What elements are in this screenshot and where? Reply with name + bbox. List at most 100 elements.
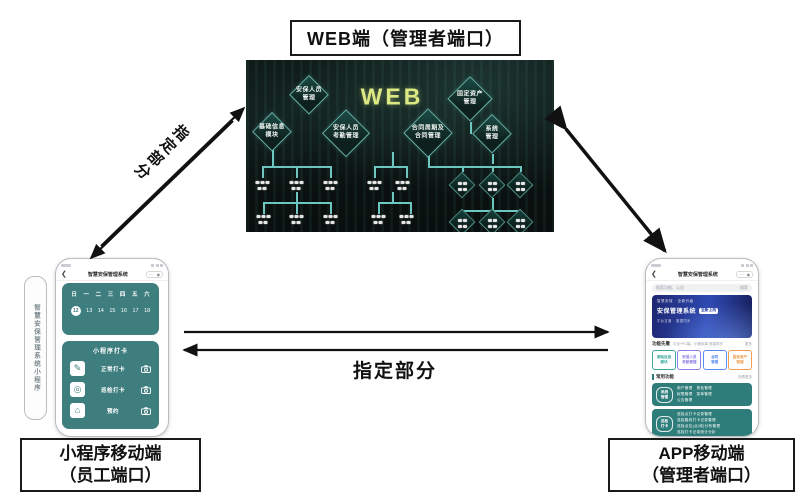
miniprogram-caption: 小程序移动端 （员工端口） [20, 438, 201, 492]
web-subnode-text [399, 212, 414, 224]
inforow-label: 功能先看 [652, 341, 670, 346]
web-connector-line [330, 202, 332, 214]
function-card: 巡检打卡巡检点打卡记录管理巡检路线打卡记录管理巡检点位(点/线)分布管理巡检打卡… [652, 409, 752, 436]
web-connector-line [410, 202, 412, 214]
calendar-date: 13 [86, 308, 93, 314]
wechat-capsule-icon: ⋯◉ [736, 270, 753, 279]
diagonal-arrow-label: 指定部分 [129, 120, 192, 184]
mini-header: ❮ 智慧安保管理系统 ⋯◉ [56, 269, 168, 281]
web-small-diamond-text [487, 179, 497, 191]
web-connector-line [392, 192, 394, 202]
web-module-label: 系统管理 [485, 126, 499, 141]
banner-title: 安保管理系统 [657, 309, 697, 315]
web-connector-line [470, 122, 472, 134]
mini-caption-line2: （员工端口） [59, 466, 162, 485]
clockin-card-title: 小程序打卡 [92, 349, 128, 355]
camera-icon [141, 385, 151, 394]
web-connector-line [406, 166, 408, 178]
web-connector-line [428, 166, 520, 168]
app-caption-line2: （管理者端口） [642, 466, 761, 485]
web-module-label: 基础信息模块 [258, 124, 285, 139]
section-label: 常用功能 [656, 374, 674, 379]
web-connector-line [520, 166, 522, 172]
calendar-date: 14 [97, 308, 104, 314]
inforow-more-link: 更多 [745, 342, 752, 346]
back-icon: ❮ [61, 271, 67, 278]
back-icon: ❮ [651, 271, 657, 278]
calendar-date: 16 [120, 308, 128, 314]
target-icon: ◎ [70, 382, 85, 397]
app-statusbar [651, 262, 753, 269]
calendar-day: 三 [107, 292, 114, 298]
clockin-row-label: 正常打卡 [100, 366, 125, 373]
banner-footer: 平台互通 · 数据同步 [657, 319, 691, 323]
feature-box: 基础信息模块 [652, 350, 676, 370]
wechat-capsule-icon: ⋯◉ [146, 270, 163, 279]
function-card-tag: 系统管理 [656, 386, 673, 403]
web-connector-line [262, 166, 264, 178]
web-terminal-caption: WEB端（管理者端口） [290, 20, 521, 56]
mini-caption-line1: 小程序移动端 [59, 443, 162, 463]
web-connector-line [374, 166, 406, 168]
function-card-tag: 巡检打卡 [656, 415, 673, 432]
banner-badge: 全新上线 [699, 307, 719, 314]
arrow-web-app-bidirectional [544, 105, 667, 254]
clockin-row-label: 巡检打卡 [100, 387, 125, 394]
feature-info-row: 功能先看 平台+PC端、小程序端 双端同步 更多 [652, 341, 752, 347]
calendar-day: 五 [132, 292, 138, 298]
mini-header-title: 智慧安保管理系统 [87, 272, 128, 278]
calendar-date: 12 [70, 306, 81, 316]
web-subnode-text [395, 178, 410, 190]
feature-box-row: 基础信息模块安保人员考勤管理合同管理固定资产管理 [652, 350, 752, 370]
calendar-day: 二 [95, 292, 102, 298]
web-module-label: 合同周期及合同管理 [411, 125, 445, 140]
web-small-diamond-text [457, 216, 467, 228]
function-card-lines: 用户管理 角色管理权限管理 菜单管理公告管理 [677, 386, 713, 402]
clockin-row-label: 预约 [106, 408, 119, 415]
web-connector-line [492, 154, 494, 164]
calendar-date: 18 [144, 308, 151, 314]
statusbar-time-blob [61, 264, 71, 267]
web-subnode-text [323, 178, 338, 190]
clockin-row: ✎ 正常打卡 [70, 361, 151, 376]
search-button: 搜索 [740, 285, 748, 290]
web-connector-line [296, 166, 298, 178]
calendar-date: 15 [109, 308, 116, 314]
app-phone-mockup: ❮ 智慧安保管理系统 ⋯◉ 搜索功能、公告 搜索 智慧安保 · 全新升级 安保管… [645, 258, 759, 437]
inforow-desc: 平台+PC端、小程序端 双端同步 [673, 342, 723, 346]
horizontal-arrow-label: 指定部分 [352, 361, 437, 382]
web-module-label: 安保人员管理 [295, 87, 322, 102]
form-icon: ✎ [70, 361, 85, 376]
web-module-label: 安保人员考勤管理 [332, 125, 359, 140]
app-header-title: 智慧安保管理系统 [677, 272, 718, 278]
web-console-screenshot: WEB 安保人员管理 固定资产管理基础信息模块 安保人员考勤管理 合同周期及合同管理 系… [246, 60, 554, 232]
camera-icon [141, 364, 151, 373]
web-caption-text: WEB端（管理者端口） [307, 29, 504, 49]
web-small-diamond-text [515, 216, 525, 228]
mini-statusbar [61, 262, 163, 269]
web-logo: WEB [360, 83, 424, 110]
web-subnode-text [371, 212, 386, 224]
feature-box: 安保人员考勤管理 [677, 350, 702, 370]
web-connector-line [296, 192, 298, 202]
calendar-day: 六 [144, 292, 150, 298]
calendar-day: 日 [71, 292, 77, 298]
function-card: 系统管理用户管理 角色管理权限管理 菜单管理公告管理 [652, 383, 752, 407]
web-module-label: 固定资产管理 [456, 91, 483, 106]
clockin-row: ⌂ 预约 [70, 403, 151, 418]
web-connector-line [263, 202, 265, 214]
app-terminal-caption: APP移动端 （管理者端口） [608, 438, 795, 492]
section-bar [652, 374, 654, 380]
web-subnode-text [289, 212, 304, 224]
banner-tagline: 智慧安保 · 全新升级 [657, 299, 694, 303]
section-more-link: 查看更多 [738, 374, 752, 379]
home-icon: ⌂ [70, 403, 85, 418]
web-connector-line [492, 166, 494, 172]
web-connector-line [378, 202, 380, 214]
web-connector-line [428, 156, 430, 166]
search-bar: 搜索功能、公告 搜索 [652, 284, 752, 292]
statusbar-icons [151, 264, 163, 267]
web-subnode-text [323, 212, 338, 224]
web-connector-line [378, 202, 410, 204]
